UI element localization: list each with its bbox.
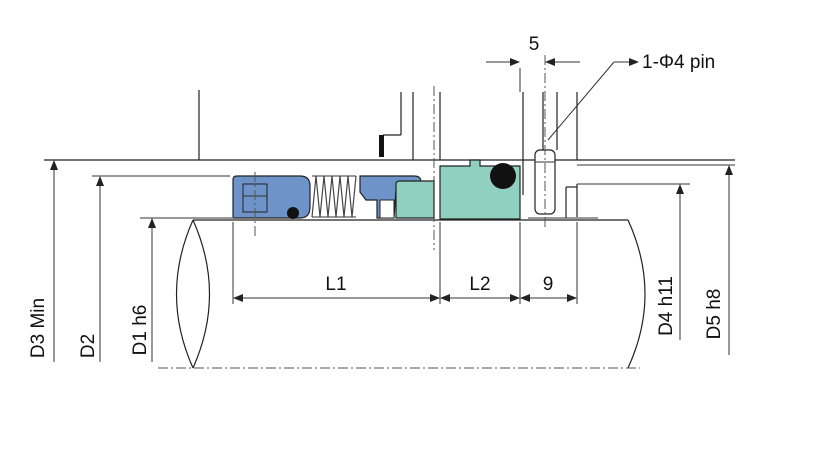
label-pin: 1-Φ4 pin xyxy=(642,52,715,73)
label-l1: L1 xyxy=(325,274,346,295)
o-ring-large xyxy=(490,163,516,189)
shaft xyxy=(158,219,646,369)
stationary-seat xyxy=(395,55,556,228)
label-d3-min: D3 Min xyxy=(28,298,49,358)
label-l2: L2 xyxy=(469,274,490,295)
o-ring-small xyxy=(287,207,299,219)
label-d1-h6: D1 h6 xyxy=(130,305,151,356)
label-d5-h8: D5 h8 xyxy=(704,289,725,340)
label-9: 9 xyxy=(543,274,554,295)
dimension-lines xyxy=(50,58,733,362)
rotating-seal-head xyxy=(232,172,422,238)
spring xyxy=(311,175,357,218)
label-5: 5 xyxy=(529,34,540,55)
housing-outline xyxy=(44,86,735,250)
seal-ring-teal xyxy=(395,180,435,219)
label-d4-h11: D4 h11 xyxy=(656,276,677,336)
label-d2: D2 xyxy=(78,334,99,358)
stop-ring-black xyxy=(379,135,384,157)
